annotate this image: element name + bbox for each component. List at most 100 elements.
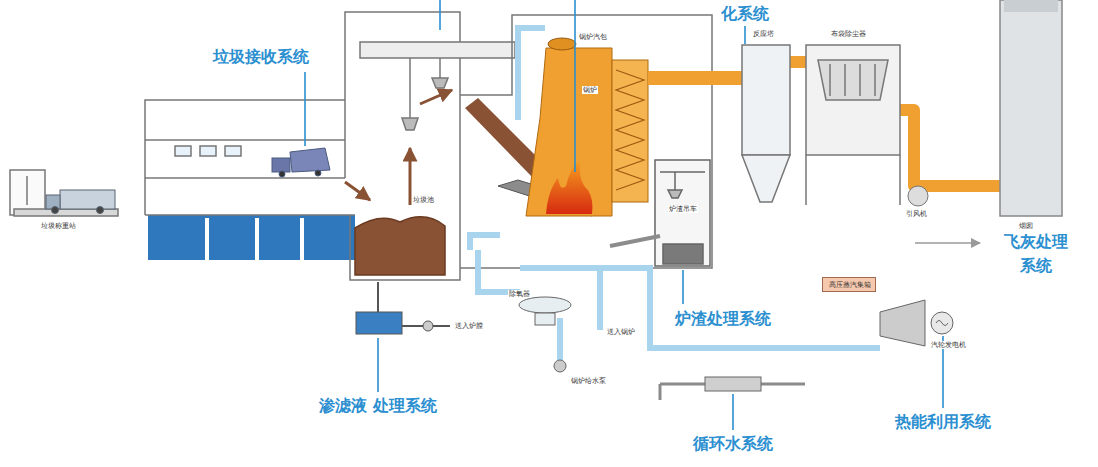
unloading-hall — [145, 177, 345, 179]
part-label: 除氧器 — [508, 290, 531, 298]
waste-bunker — [439, 58, 441, 78]
slag-system — [663, 244, 703, 264]
boiler-house — [460, 15, 712, 268]
boiler — [526, 48, 612, 216]
weigh-station — [10, 170, 118, 216]
leader-lines — [304, 72, 306, 146]
leader-lines — [377, 338, 379, 392]
flue-duct — [790, 56, 806, 68]
waste-bunker — [345, 12, 460, 178]
waste-bunker — [345, 12, 515, 280]
leader-lines — [682, 270, 684, 304]
flue-duct — [900, 110, 1000, 186]
unloading-truck — [279, 171, 285, 177]
waste-bunker — [432, 78, 448, 88]
waste-bunker — [360, 42, 515, 58]
leachate-tank — [377, 282, 379, 312]
chimney — [1000, 0, 1062, 216]
part-label: 炉渣吊车 — [668, 205, 698, 213]
weigh-station — [26, 176, 28, 205]
water-tanks — [145, 215, 355, 260]
garbage-truck — [52, 207, 59, 214]
fly-ash-arrow — [915, 243, 980, 244]
part-label: 送入锅炉 — [606, 328, 636, 336]
part-label: 反应塔 — [752, 30, 775, 38]
baghouse — [818, 60, 888, 100]
baghouse — [874, 64, 876, 96]
baghouse — [806, 45, 900, 205]
part-label: 垃圾池 — [412, 196, 435, 204]
part-label: 汽轮发电机 — [930, 341, 967, 349]
unloading-truck — [272, 148, 330, 177]
leader-lines — [744, 26, 746, 44]
water-tanks — [255, 218, 259, 260]
flue-duct — [648, 71, 742, 85]
turbine-generator — [880, 300, 953, 346]
unloading-hall — [200, 146, 216, 156]
leachate-tank — [356, 312, 402, 334]
waste-bunker — [402, 118, 418, 130]
part-label: 烟囱 — [1018, 222, 1034, 230]
boiler-house — [460, 15, 712, 268]
leader-lines — [305, 0, 943, 430]
condenser — [705, 377, 761, 391]
leachate-tank — [423, 321, 433, 331]
turbine-generator — [936, 321, 948, 326]
waste-flow-arrows — [345, 182, 370, 200]
unloading-truck — [290, 148, 330, 172]
slag-system — [660, 171, 705, 173]
water-tanks — [145, 214, 355, 216]
boiler — [612, 60, 648, 202]
steam-pipes — [478, 250, 520, 292]
boiler — [548, 38, 576, 50]
reaction-tower — [742, 155, 790, 202]
fan — [908, 186, 928, 206]
baghouse — [844, 64, 846, 96]
baghouse — [859, 64, 861, 96]
baghouse — [806, 45, 900, 155]
system-label: 炉渣处理系统 — [675, 307, 805, 331]
leader-lines — [574, 0, 576, 172]
part-label: 锅炉给水泵 — [570, 377, 607, 385]
unloading-hall — [145, 100, 345, 215]
boiler — [546, 160, 593, 214]
unloading-hall — [175, 146, 191, 156]
turbine-generator — [880, 300, 925, 346]
fan — [908, 186, 928, 206]
baghouse — [899, 155, 901, 205]
steam-pipes — [520, 268, 880, 348]
deaerator — [535, 313, 555, 325]
baghouse — [805, 155, 807, 205]
part-label: 布袋除尘器 — [830, 30, 867, 38]
deaerator — [554, 360, 566, 372]
chimney — [1004, 0, 1058, 12]
water-tanks — [300, 218, 304, 260]
waste-flow-arrows — [420, 90, 452, 104]
boiler — [616, 70, 644, 190]
waste-bunker — [355, 217, 445, 275]
waste-flow-arrows — [345, 90, 452, 205]
baghouse — [829, 64, 831, 96]
garbage-truck — [46, 190, 115, 214]
slag-system — [610, 160, 710, 266]
steam-pipes — [597, 270, 603, 330]
unloading-hall — [145, 100, 345, 215]
deaerator — [519, 297, 571, 372]
condenser — [659, 384, 662, 400]
slag-system — [668, 172, 682, 198]
steam-pipes — [470, 235, 500, 250]
system-label: 循环水系统 — [673, 432, 793, 456]
part-label: 垃圾称重站 — [40, 222, 77, 230]
waste-bunker — [350, 95, 460, 280]
turbine-generator — [931, 312, 953, 334]
system-label: 飞灰处理 系统 — [988, 230, 1084, 278]
boiler — [526, 38, 648, 216]
system-label: 垃圾接收系统 — [196, 45, 326, 69]
water-tanks — [205, 218, 209, 260]
part-label: 锅炉 — [582, 86, 598, 94]
part-label: 锅炉汽包 — [578, 33, 608, 41]
slag-system — [610, 236, 660, 246]
steam-pipes — [557, 318, 563, 360]
box-text: 高压蒸汽集箱 — [829, 281, 869, 289]
